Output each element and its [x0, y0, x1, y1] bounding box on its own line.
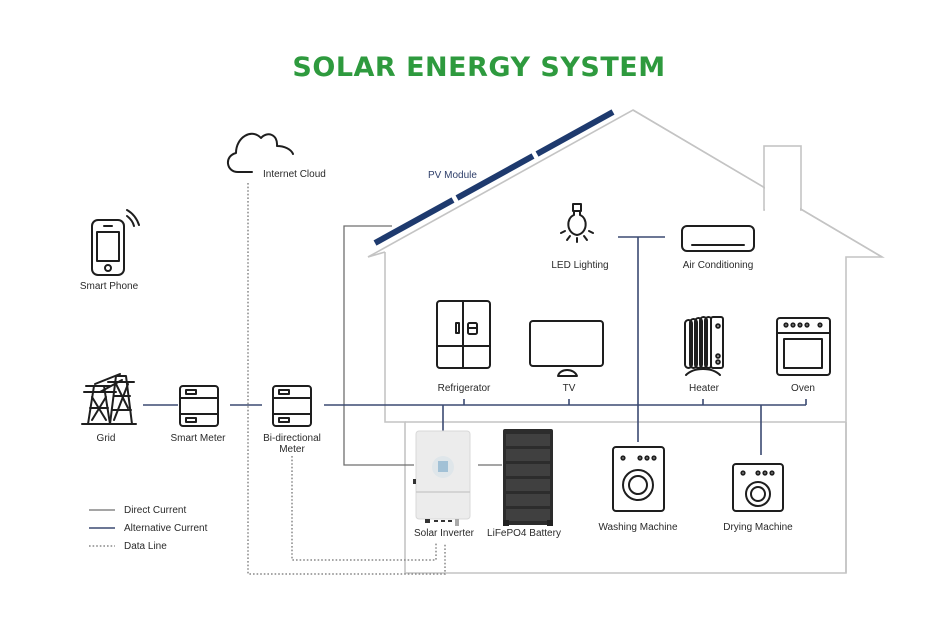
heater-label: Heater	[689, 383, 720, 394]
page-title: SOLAR ENERGY SYSTEM	[292, 52, 665, 83]
legend: Direct Current Alternative Current Data …	[89, 505, 208, 552]
oven: Oven	[776, 317, 831, 394]
data-lines	[247, 183, 446, 575]
legend-label: Data Line	[124, 541, 167, 552]
lightbulb-icon	[560, 203, 594, 243]
pv-panel-3	[535, 109, 615, 157]
battery: LiFePO4 Battery	[487, 429, 561, 539]
legend-label: Direct Current	[124, 505, 186, 516]
grid: Grid	[81, 373, 137, 444]
power-tower-icon	[81, 373, 137, 425]
solar-inverter: Solar Inverter	[413, 430, 475, 539]
ac-lines	[143, 236, 807, 455]
tv: TV	[529, 320, 604, 394]
air-conditioning: Air Conditioning	[681, 225, 755, 271]
washing-machine-label: Washing Machine	[598, 522, 678, 533]
refrigerator-label: Refrigerator	[438, 383, 491, 394]
heater: Heater	[684, 316, 724, 394]
smart-phone: Smart Phone	[80, 209, 140, 292]
battery-stack-icon	[503, 429, 553, 526]
oven-icon	[776, 317, 831, 376]
smartphone-icon	[91, 209, 140, 276]
smart-meter-label: Smart Meter	[170, 433, 226, 444]
bidirectional-meter-label-line2: Meter	[279, 444, 305, 455]
washing-machine: Washing Machine	[598, 446, 678, 533]
legend-item-direct-current: Direct Current	[89, 505, 186, 516]
bidirectional-meter: Bi-directional Meter	[263, 385, 321, 455]
bidirectional-meter-label-line1: Bi-directional	[263, 433, 321, 444]
smart-meter: Smart Meter	[170, 385, 226, 444]
refrigerator-icon	[436, 300, 491, 369]
refrigerator: Refrigerator	[436, 300, 491, 394]
smart-phone-label: Smart Phone	[80, 281, 139, 292]
tv-label: TV	[563, 383, 576, 394]
internet-cloud: Internet Cloud	[227, 132, 326, 180]
washing-machine-icon	[612, 446, 665, 512]
tv-icon	[529, 320, 604, 377]
drying-machine: Drying Machine	[723, 463, 793, 533]
battery-label: LiFePO4 Battery	[487, 528, 561, 539]
pv-module: PV Module	[373, 109, 615, 246]
meter-icon	[272, 385, 312, 427]
cloud-icon	[227, 132, 294, 173]
inverter-icon	[413, 430, 471, 526]
grid-label: Grid	[97, 433, 116, 444]
legend-label: Alternative Current	[124, 523, 208, 534]
internet-cloud-label: Internet Cloud	[263, 169, 326, 180]
legend-item-alternative-current: Alternative Current	[89, 523, 208, 534]
air-conditioner-icon	[681, 225, 755, 252]
legend-item-data-line: Data Line	[89, 541, 167, 552]
air-conditioning-label: Air Conditioning	[683, 260, 754, 271]
dc-line-pv-to-inverter	[343, 225, 414, 466]
drying-machine-label: Drying Machine	[723, 522, 793, 533]
pv-module-label: PV Module	[428, 170, 477, 181]
pv-panel-2	[455, 153, 535, 201]
solar-inverter-label: Solar Inverter	[414, 528, 475, 539]
pv-panel-1	[373, 197, 455, 246]
dryer-icon	[732, 463, 784, 512]
meter-icon	[179, 385, 219, 427]
led-lighting: LED Lighting	[551, 203, 609, 271]
heater-icon	[684, 316, 724, 376]
oven-label: Oven	[791, 383, 815, 394]
led-lighting-label: LED Lighting	[551, 260, 608, 271]
